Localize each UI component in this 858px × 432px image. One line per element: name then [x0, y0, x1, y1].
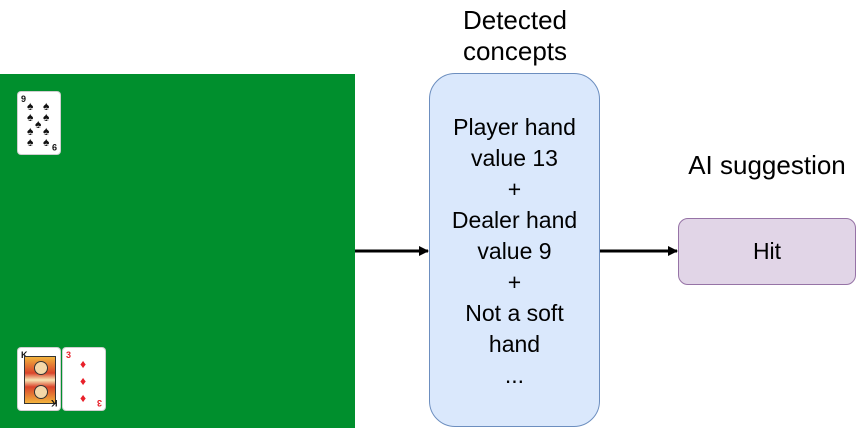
diamond-pips-icon: ♦ ♦ ♦ — [80, 357, 87, 405]
detected-concepts-box: Player hand value 13 + Dealer hand value… — [429, 73, 600, 427]
concept-line: value 13 — [471, 145, 558, 171]
concept-line: + — [507, 176, 522, 202]
king-head-icon — [34, 361, 48, 375]
concept-line: Dealer hand — [451, 207, 578, 233]
player-card-king-spades: K K — [18, 348, 60, 410]
ai-suggestion-title: AI suggestion — [688, 150, 846, 180]
ai-suggestion-box: Hit — [678, 218, 856, 285]
concept-line: ... — [504, 362, 525, 388]
king-head-icon — [34, 385, 48, 399]
concept-line: Not a soft — [465, 300, 564, 326]
player-card-3-diamonds: 3 ♦ ♦ ♦ 3 — [63, 348, 105, 410]
concept-line: hand — [488, 331, 541, 357]
king-face-icon — [24, 356, 56, 404]
concept-line: Player hand — [453, 114, 576, 140]
concept-line: + — [507, 269, 522, 295]
dealer-card-9-spades: 9 ♠♠ ♠♠ ♠ ♠♠ ♠♠ 9 — [18, 92, 60, 154]
spade-pips-icon: ♠♠ ♠♠ ♠ ♠♠ ♠♠ — [27, 99, 50, 149]
ai-suggestion-value: Hit — [752, 238, 782, 264]
blackjack-table: 9 ♠♠ ♠♠ ♠ ♠♠ ♠♠ 9 K K 3 ♦ ♦ ♦ 3 — [0, 74, 355, 428]
concept-line: value 9 — [477, 238, 552, 264]
concept-lines: Player hand value 13 + Dealer hand value… — [430, 112, 599, 391]
card-rank: 3 — [66, 350, 72, 360]
card-rank: K — [21, 350, 28, 360]
detected-concepts-title: Detected concepts — [462, 5, 568, 66]
card-rank: 9 — [21, 94, 27, 104]
